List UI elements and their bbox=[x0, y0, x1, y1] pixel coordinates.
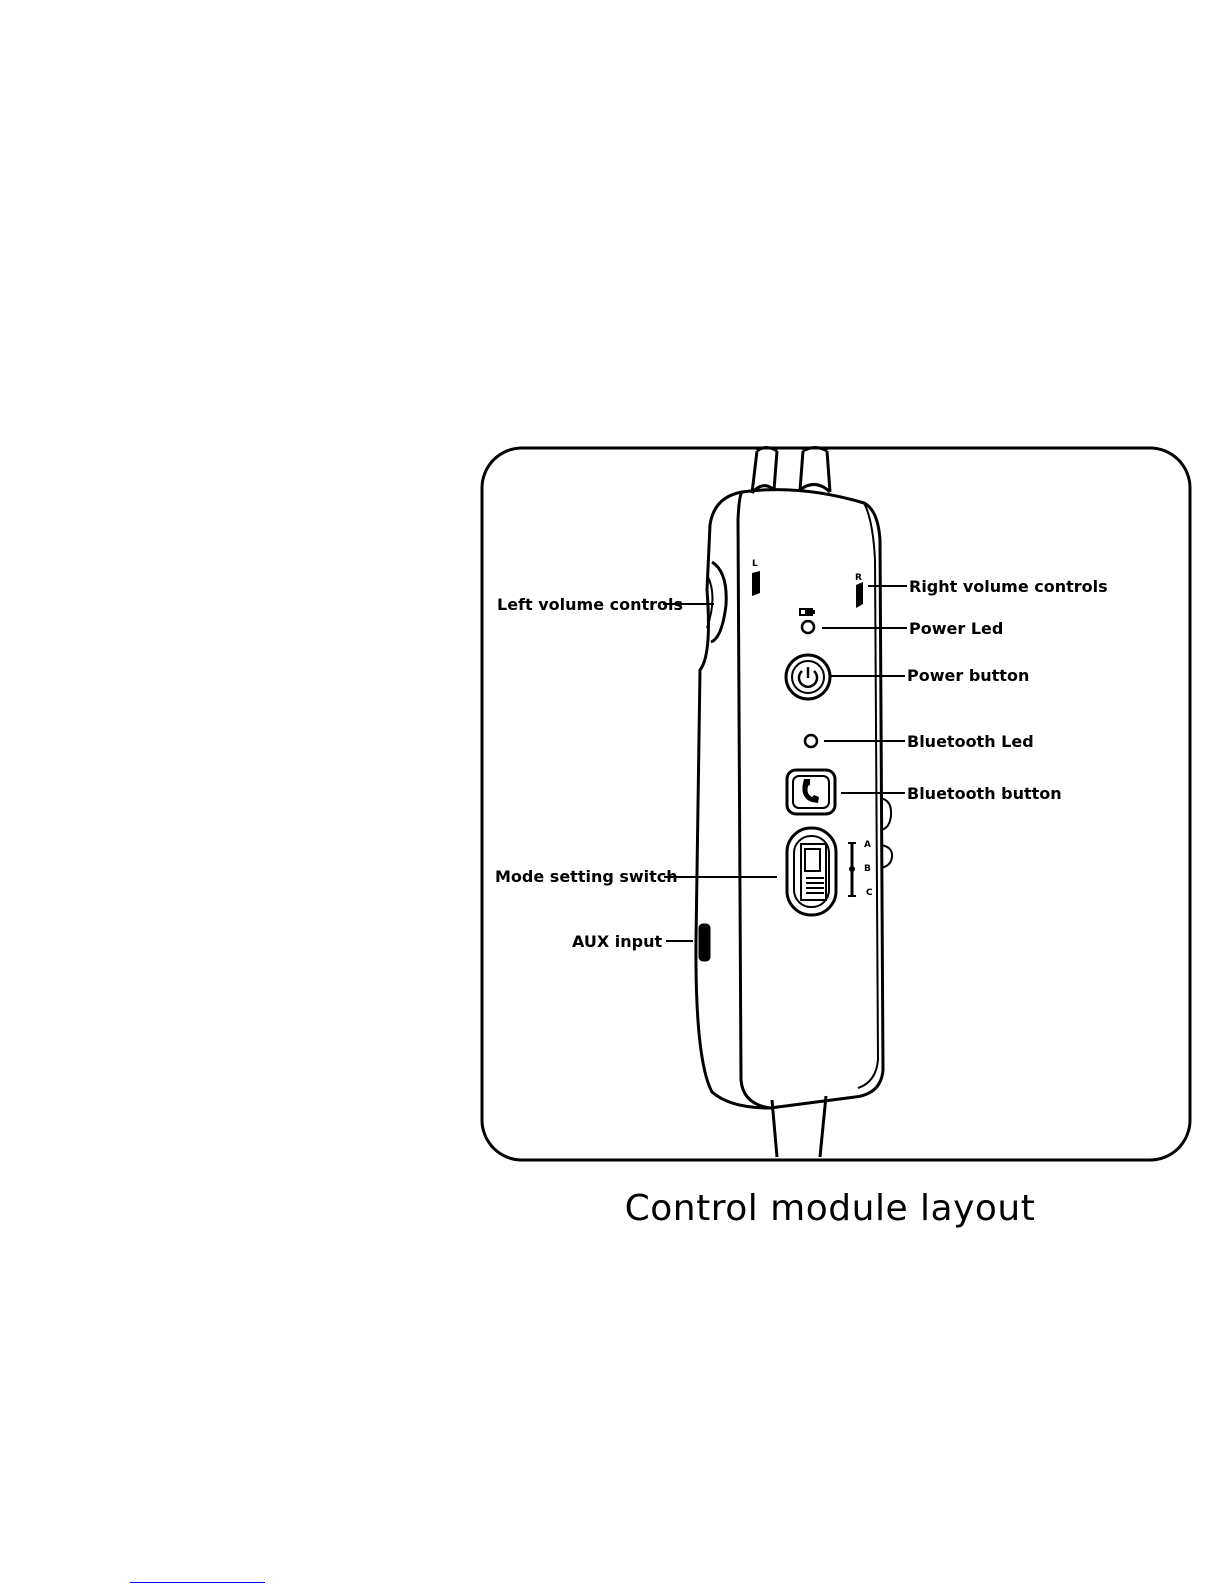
bluetooth-led bbox=[805, 735, 817, 747]
top-cables bbox=[752, 448, 830, 494]
right-volume-wedge bbox=[856, 582, 863, 608]
power-button-label: Power button bbox=[907, 666, 1029, 685]
power-button[interactable] bbox=[786, 655, 830, 699]
bluetooth-button-label: Bluetooth button bbox=[907, 784, 1062, 803]
power-led bbox=[802, 621, 814, 633]
aux-input-label: AUX input bbox=[572, 932, 663, 951]
power-icon bbox=[799, 667, 817, 687]
left-mark: L bbox=[752, 559, 758, 569]
figure-caption: Control module layout bbox=[570, 1188, 1090, 1229]
right-mark: R bbox=[855, 573, 862, 583]
power-led-label: Power Led bbox=[909, 619, 1003, 638]
mode-b-label: B bbox=[864, 864, 871, 874]
mode-switch-label: Mode setting switch bbox=[495, 867, 678, 886]
right-volume-label: Right volume controls bbox=[909, 577, 1108, 596]
bluetooth-button[interactable] bbox=[787, 770, 835, 814]
left-volume-wedge bbox=[752, 571, 760, 596]
mode-setting-switch[interactable] bbox=[787, 828, 836, 915]
mode-a-label: A bbox=[864, 840, 871, 850]
battery-icon bbox=[799, 608, 815, 616]
footer-rule bbox=[130, 1582, 265, 1583]
mode-scale: A B C bbox=[848, 840, 873, 898]
mode-c-label: C bbox=[866, 888, 873, 898]
bluetooth-led-label: Bluetooth Led bbox=[907, 732, 1034, 751]
left-volume-label: Left volume controls bbox=[497, 595, 683, 614]
phone-icon bbox=[802, 779, 819, 803]
